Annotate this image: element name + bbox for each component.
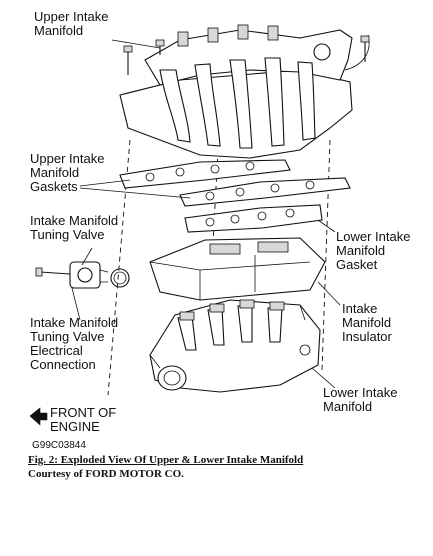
- tuning-valve-oring: [110, 268, 130, 288]
- alignment-line-right: [321, 139, 331, 371]
- label-lower-intake-manifold: Lower Intake Manifold: [323, 385, 398, 414]
- label-front-of-engine: FRONT OF ENGINE: [50, 405, 117, 434]
- tuning-valve: [35, 261, 130, 289]
- leader-lines: [71, 39, 341, 389]
- upper-manifold-gaskets: [119, 159, 351, 207]
- label-upper-intake-manifold-gaskets: Upper Intake Manifold Gaskets: [30, 151, 105, 194]
- lower-intake-manifold: [149, 299, 321, 393]
- figure-code: G99C03844: [32, 440, 86, 451]
- figure-caption-title: Fig. 2: Exploded View Of Upper & Lower I…: [28, 454, 304, 466]
- label-tuning-valve-electrical-connection: Intake Manifold Tuning Valve Electrical …: [30, 315, 119, 372]
- label-intake-manifold-tuning-valve: Intake Manifold Tuning Valve: [30, 213, 119, 242]
- lower-manifold-gasket: [184, 204, 323, 233]
- intake-manifold-insulator: [149, 237, 326, 301]
- alignment-line-left: [107, 139, 131, 396]
- leader-upper-gasket-b: [79, 187, 191, 199]
- leader-insulator: [317, 281, 341, 306]
- label-lower-intake-manifold-gasket: Lower Intake Manifold Gasket: [336, 229, 411, 272]
- figure-caption: Fig. 2: Exploded View Of Upper & Lower I…: [28, 454, 303, 466]
- leader-tuning-valve-conn: [71, 287, 81, 321]
- label-upper-intake-manifold: Upper Intake Manifold: [34, 9, 109, 38]
- leader-tuning-valve: [81, 247, 93, 266]
- label-intake-manifold-insulator: Intake Manifold Insulator: [342, 301, 392, 344]
- arrow-left-icon: [29, 407, 48, 426]
- figure-courtesy: Courtesy of FORD MOTOR CO.: [28, 468, 184, 480]
- leader-upper-manifold: [111, 39, 161, 49]
- leader-upper-gasket-a: [79, 179, 131, 187]
- upper-intake-manifold: [119, 24, 370, 159]
- leader-lower-manifold: [311, 367, 336, 389]
- leader-lower-gasket: [317, 219, 336, 233]
